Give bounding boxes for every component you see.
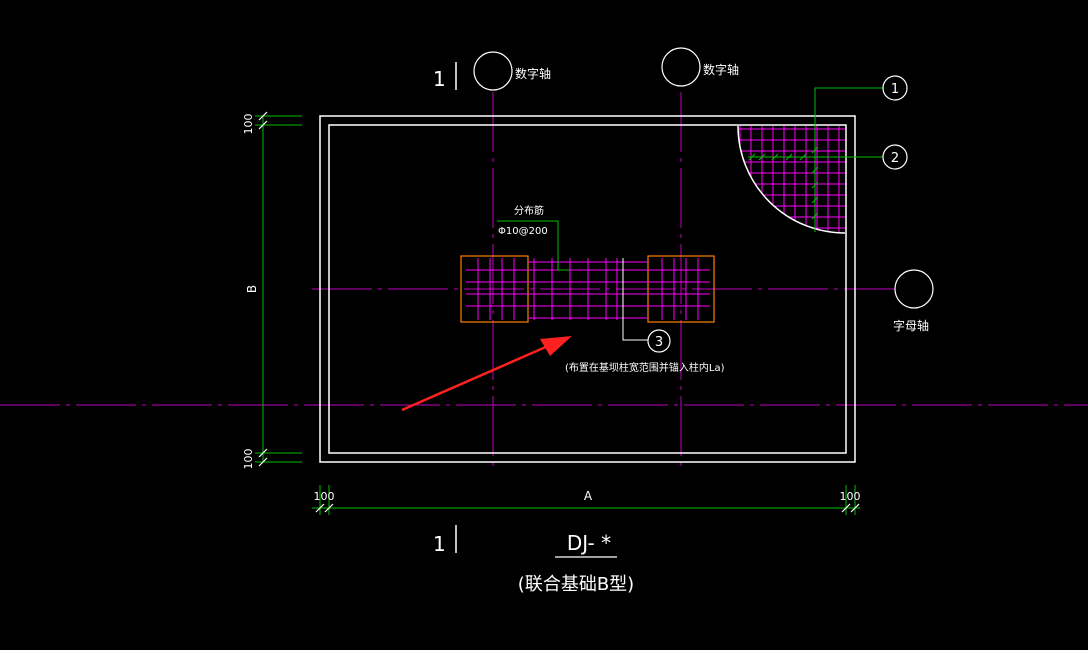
dim-bottom-100: 100 — [242, 449, 255, 470]
callout-2: 2 — [882, 144, 908, 170]
horizontal-dimension — [312, 485, 860, 515]
dimension-tick — [315, 503, 325, 513]
rebar-tick — [785, 153, 793, 161]
number-axis-label-2: 数字轴 — [703, 62, 739, 77]
callout-3-leader — [622, 258, 648, 341]
section-mark-top: 1 — [433, 62, 457, 91]
column-right — [647, 255, 715, 323]
column-left — [460, 255, 529, 323]
rebar-tick — [811, 212, 819, 220]
svg-text:1: 1 — [433, 67, 446, 91]
dim-right-100: 100 — [840, 490, 861, 503]
svg-text:2: 2 — [891, 151, 899, 166]
number-axis-bubble-2: 数字轴 — [661, 47, 739, 87]
dim-A: A — [584, 489, 593, 503]
distribution-bar-spec: Φ10@200 — [498, 226, 548, 237]
svg-text:3: 3 — [655, 335, 663, 350]
callout-3-note: (布置在基坝柱宽范围并锚入柱内La) — [565, 361, 725, 374]
dimension-tick — [841, 503, 851, 513]
leader-ticks — [748, 146, 819, 220]
rebar-tick — [811, 146, 819, 154]
distribution-bar-title: 分布筋 — [514, 204, 544, 217]
rebar-tick — [811, 196, 819, 204]
number-axis-bubble-1: 数字轴 — [473, 51, 551, 91]
rebar-tick — [799, 153, 807, 161]
footing-outer-border — [319, 115, 856, 463]
distribution-bar-callout — [497, 220, 570, 271]
svg-text:1: 1 — [891, 82, 899, 97]
axis-lines — [0, 92, 1088, 470]
dimension-tick — [850, 503, 860, 513]
rebar-tick — [811, 181, 819, 189]
beam-rebar — [466, 258, 710, 320]
vertical-dimension-ticks — [258, 111, 268, 467]
rebar-tick — [811, 166, 819, 174]
dimension-tick — [324, 503, 334, 513]
number-axis-label-1: 数字轴 — [515, 66, 551, 81]
rebar-tick — [748, 153, 756, 161]
callout-leaders — [748, 87, 883, 232]
letter-axis-label: 字母轴 — [893, 318, 929, 333]
footing-outline — [319, 115, 856, 463]
section-mark-bottom: 1 — [433, 525, 457, 556]
callout-3: 3 — [647, 329, 671, 353]
red-arrow-annotation — [401, 336, 572, 412]
callout-1-leader — [814, 87, 883, 232]
dim-left-100: 100 — [314, 490, 335, 503]
dim-top-100: 100 — [242, 114, 255, 135]
dimension-tick — [258, 111, 268, 121]
svg-text:1: 1 — [433, 532, 446, 556]
drawing-subtitle: (联合基础B型) — [518, 574, 634, 595]
dim-B: B — [245, 285, 259, 293]
rebar-tick — [771, 153, 779, 161]
dimension-tick — [258, 457, 268, 467]
letter-axis-bubble: 字母轴 — [893, 269, 934, 333]
rebar-mesh-corner — [737, 125, 846, 234]
horizontal-dimension-ticks — [315, 503, 860, 513]
dimension-tick — [258, 448, 268, 458]
vertical-dimension — [255, 115, 302, 463]
callout-1: 1 — [882, 75, 908, 101]
rebar-mesh-boundary — [737, 125, 846, 234]
drawing-title: DJ- * — [567, 531, 611, 555]
rebar-tick — [758, 153, 766, 161]
dimension-tick — [258, 120, 268, 130]
footing-inner-border — [328, 124, 847, 454]
